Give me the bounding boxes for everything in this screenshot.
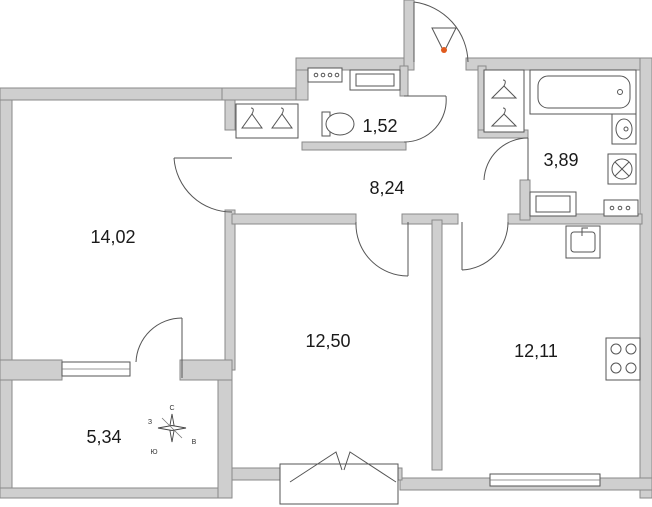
hall-closet xyxy=(235,103,299,139)
kitchen-counter-dots xyxy=(603,199,639,217)
hanger-icon xyxy=(490,79,518,99)
washing-machine-icon xyxy=(607,153,637,185)
kitchen-door-arc xyxy=(461,221,509,271)
fixtures xyxy=(235,67,641,381)
area-label-bathroom-small: 1,52 xyxy=(362,116,397,136)
entrance-marker xyxy=(431,27,457,54)
double-door-right xyxy=(343,451,397,483)
compass: С З В Ю xyxy=(148,405,197,456)
bath-sink-icon xyxy=(611,113,637,145)
doors xyxy=(135,1,529,483)
area-label-bedroom-middle: 12,50 xyxy=(305,331,350,351)
entrance-door-arc xyxy=(413,1,469,63)
interior-walls xyxy=(0,65,643,471)
bath-closet xyxy=(483,69,525,133)
area-label-balcony: 5,34 xyxy=(86,427,121,447)
toilet-icon xyxy=(321,111,355,137)
hanger-icon xyxy=(271,107,293,129)
compass-north: С xyxy=(169,405,174,412)
wc-door-arc xyxy=(403,95,447,143)
kitchen-sink-icon xyxy=(565,225,601,259)
bedroom-left-door-arc xyxy=(173,157,233,213)
entrance-arrow-icon xyxy=(431,27,457,54)
area-label-kitchen: 12,11 xyxy=(514,341,558,361)
compass-south: Ю xyxy=(150,449,157,456)
area-label-hall: 8,24 xyxy=(369,178,404,198)
compass-west: З xyxy=(148,419,152,426)
area-label-bedroom-left: 14,02 xyxy=(90,227,135,247)
bathtub-icon xyxy=(529,69,637,115)
hanger-icon xyxy=(490,107,518,127)
room-labels: 1,52 3,89 8,24 14,02 12,50 12,11 5,34 xyxy=(86,116,578,447)
area-label-bathroom-large: 3,89 xyxy=(543,150,578,170)
stove-icon xyxy=(605,337,641,381)
double-door-left xyxy=(289,451,343,483)
compass-east: В xyxy=(192,439,197,446)
bathroom-door-arc xyxy=(483,137,529,181)
bedroom-middle-door-arc xyxy=(355,221,409,277)
hanger-icon xyxy=(241,107,263,129)
windows xyxy=(61,361,601,505)
balcony-door-arc xyxy=(135,317,183,363)
